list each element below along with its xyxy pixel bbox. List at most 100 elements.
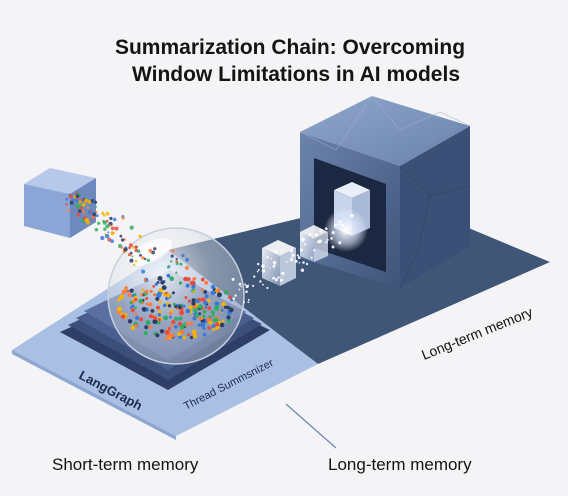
particle-dot xyxy=(189,335,194,340)
particle-dot xyxy=(120,246,124,249)
particle-dot xyxy=(75,204,80,209)
particle-dot xyxy=(130,325,136,330)
particle-dot xyxy=(302,261,305,264)
particle-dot xyxy=(247,301,250,304)
particle-dot xyxy=(226,305,230,310)
particle-dot xyxy=(136,249,141,253)
particle-dot xyxy=(167,327,171,331)
particle-dot xyxy=(313,249,316,252)
particle-dot xyxy=(193,308,198,313)
particle-dot xyxy=(185,322,190,326)
particle-dot xyxy=(207,299,211,303)
particle-dot xyxy=(213,317,219,323)
particle-dot xyxy=(65,203,68,206)
particle-dot xyxy=(87,200,92,204)
particle-dot xyxy=(279,278,283,282)
particle-dot xyxy=(103,227,107,231)
particle-dot xyxy=(274,250,278,254)
particle-dot xyxy=(204,280,209,285)
particle-dot xyxy=(252,284,255,287)
particle-dot xyxy=(186,277,191,282)
particle-dot xyxy=(290,258,294,262)
particle-dot xyxy=(141,256,145,260)
particle-dot xyxy=(173,325,178,329)
particle-dot xyxy=(202,309,207,314)
particle-dot xyxy=(125,246,127,249)
particle-dot xyxy=(185,283,190,288)
particle-dot xyxy=(157,276,163,281)
particle-dot xyxy=(145,297,149,300)
particle-dot xyxy=(232,297,235,300)
particle-dot xyxy=(245,290,248,294)
particle-dot xyxy=(117,306,122,312)
particle-dot xyxy=(171,319,176,325)
particle-dot xyxy=(234,294,237,297)
particle-dot xyxy=(201,297,206,302)
particle-dot xyxy=(84,218,89,223)
particle-dot xyxy=(203,290,208,294)
particle-dot xyxy=(189,321,194,326)
particle-dot xyxy=(144,289,149,294)
particle-dot xyxy=(290,249,294,253)
particle-dot xyxy=(220,309,224,312)
particle-dot xyxy=(183,276,188,282)
short-term-caption: Short-term memory xyxy=(52,455,199,474)
particle-dot xyxy=(95,205,98,208)
particle-dot xyxy=(197,323,201,327)
particle-dot xyxy=(81,209,84,212)
particle-dot xyxy=(151,250,156,255)
particle-dot xyxy=(247,298,250,301)
particle-dot xyxy=(285,261,288,263)
particle-dot xyxy=(228,295,232,300)
particle-dot xyxy=(350,214,354,218)
particle-dot xyxy=(256,270,259,273)
particle-dot xyxy=(165,336,170,341)
particle-dot xyxy=(135,315,140,320)
particle-dot xyxy=(203,300,208,305)
particle-dot xyxy=(207,306,212,311)
particle-dot xyxy=(322,229,324,231)
source-block xyxy=(24,168,96,238)
particle-dot xyxy=(94,228,99,232)
particle-dot xyxy=(75,194,80,199)
particle-dot xyxy=(253,275,256,278)
memory-cube xyxy=(299,95,471,289)
particle-dot xyxy=(257,268,260,271)
particle-dot xyxy=(330,237,333,240)
sphere-particles xyxy=(116,273,234,341)
particle-dot xyxy=(109,216,113,221)
particle-dot xyxy=(308,233,312,236)
particle-dot xyxy=(127,319,133,324)
particle-dot xyxy=(243,301,245,304)
particle-dot xyxy=(191,301,196,306)
particle-dot xyxy=(272,265,276,268)
particle-dot xyxy=(187,333,191,337)
particle-dot xyxy=(134,298,138,302)
particle-dot xyxy=(86,206,90,209)
long-term-plate-label: Long-term memory xyxy=(419,304,535,363)
particle-dot xyxy=(185,308,191,314)
particle-dot xyxy=(257,262,260,266)
particle-dot xyxy=(272,276,275,280)
particle-dot xyxy=(156,305,160,310)
particle-dot xyxy=(94,200,98,204)
particle-dot xyxy=(169,309,174,313)
particle-dot xyxy=(101,211,105,215)
particle-dot xyxy=(124,312,128,316)
particle-dot xyxy=(150,309,155,313)
particle-dot xyxy=(110,226,115,231)
particle-dot xyxy=(114,226,119,231)
particle-dot xyxy=(123,247,128,252)
particle-dot xyxy=(184,265,189,270)
particle-dot xyxy=(297,256,301,259)
particle-dot xyxy=(169,276,174,282)
particle-dot xyxy=(172,302,176,306)
particle-dot xyxy=(226,318,231,323)
particle-stream xyxy=(65,191,190,274)
particle-dot xyxy=(204,294,209,299)
particle-dot xyxy=(134,324,138,328)
particle-dot xyxy=(259,280,262,283)
particle-dot xyxy=(170,254,174,258)
particle-dot xyxy=(153,247,157,251)
